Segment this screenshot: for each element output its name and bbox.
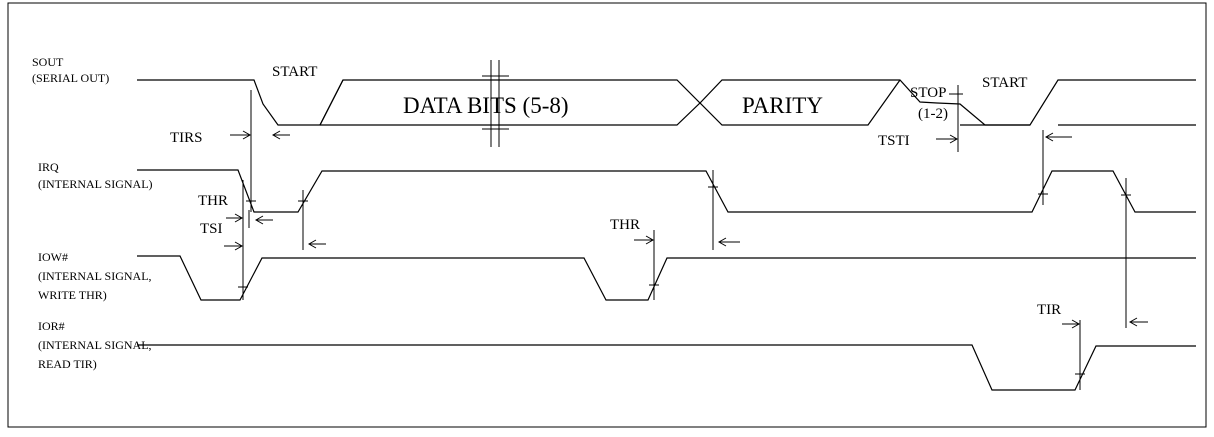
irq-name: IRQ bbox=[38, 160, 59, 174]
timing-reference-lines bbox=[238, 85, 1131, 390]
iow-desc: (INTERNAL SIGNAL, bbox=[38, 269, 152, 283]
tir-label: TIR bbox=[1037, 302, 1061, 318]
iow-desc2: WRITE THR) bbox=[38, 288, 107, 302]
signal-label-sout: SOUT (SERIAL OUT) bbox=[32, 55, 109, 85]
ior-desc2: READ TIR) bbox=[38, 357, 97, 371]
diagram-border bbox=[7, 2, 1207, 428]
iow-waveform bbox=[137, 255, 1196, 301]
thr-label-2: THR bbox=[610, 217, 640, 233]
sout-name: SOUT bbox=[32, 55, 64, 69]
stop-label: STOP bbox=[910, 85, 946, 101]
stop-count-label: (1-2) bbox=[918, 106, 948, 122]
timing-arrows bbox=[224, 130, 1148, 329]
ior-name: IOR# bbox=[38, 319, 65, 333]
data-bits-label: DATA BITS (5-8) bbox=[403, 93, 569, 118]
irq-desc: (INTERNAL SIGNAL) bbox=[38, 177, 153, 191]
signal-label-iow: IOW# (INTERNAL SIGNAL, WRITE THR) bbox=[38, 250, 152, 302]
iow-name: IOW# bbox=[38, 250, 68, 264]
tirs-label: TIRS bbox=[170, 130, 203, 146]
tsi-label: TSI bbox=[200, 221, 223, 237]
sout-start-label: START bbox=[272, 64, 317, 80]
thr-label-1: THR bbox=[198, 193, 228, 209]
tsti-label: TSTI bbox=[878, 133, 910, 149]
signal-label-irq: IRQ (INTERNAL SIGNAL) bbox=[38, 160, 153, 191]
sout-start2-label: START bbox=[982, 75, 1027, 91]
signal-label-ior: IOR# (INTERNAL SIGNAL, READ TIR) bbox=[38, 319, 152, 371]
sout-waveform bbox=[137, 60, 1196, 147]
irq-waveform bbox=[137, 169, 1196, 213]
sout-desc: (SERIAL OUT) bbox=[32, 71, 109, 85]
ior-desc: (INTERNAL SIGNAL, bbox=[38, 338, 152, 352]
parity-label: PARITY bbox=[742, 93, 823, 118]
ior-waveform bbox=[137, 344, 1196, 391]
